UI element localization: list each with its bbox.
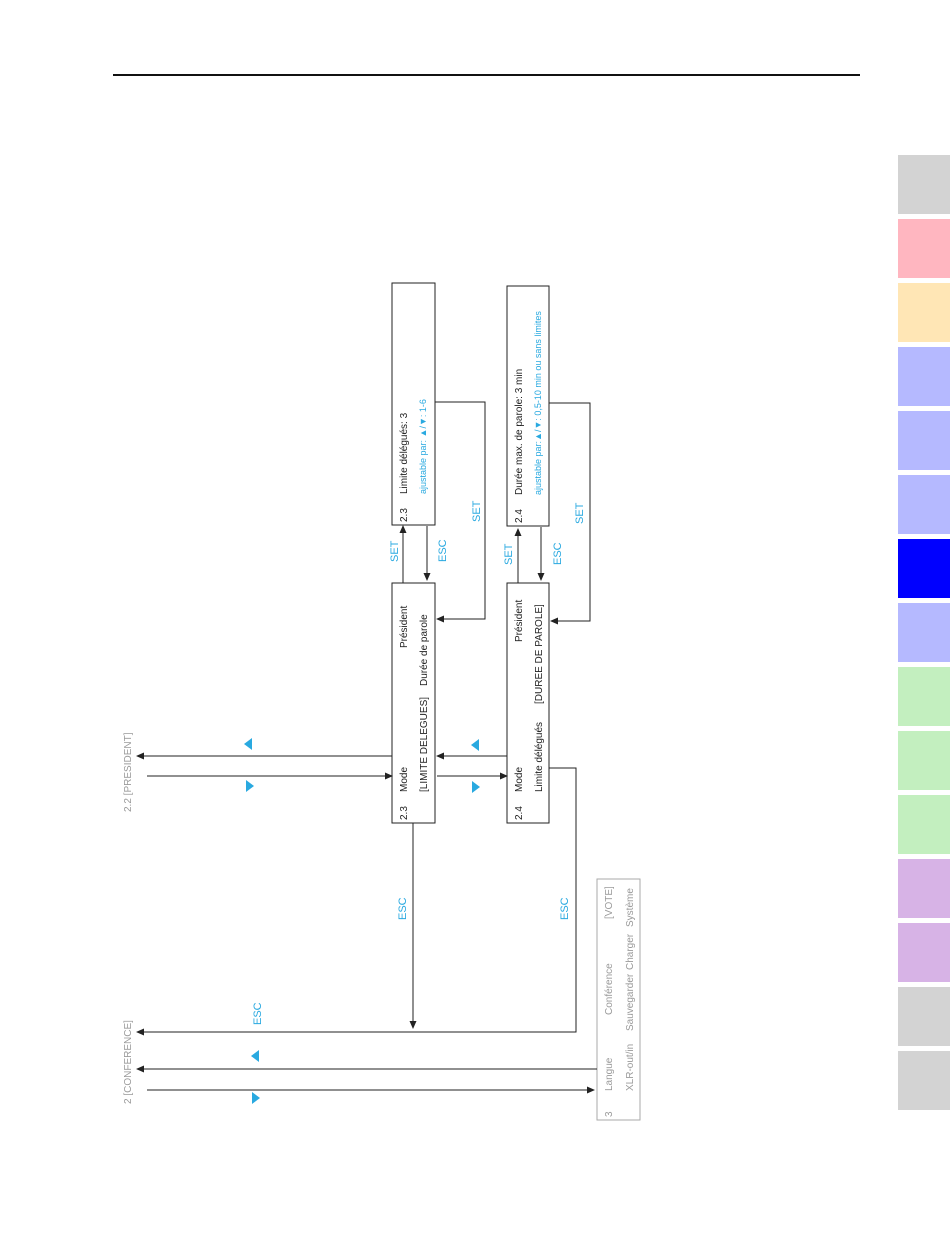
submenu-box-2-3: [391, 282, 436, 526]
box-3-xlr: XLR-out/in: [625, 1044, 636, 1091]
connectors: [136, 401, 597, 1094]
sidebar-tab: [898, 731, 950, 790]
arrow-2-4-esc-conference: [136, 767, 577, 1036]
sidebar-tab: [898, 539, 950, 598]
box-2-3-sub-hint: ajustable par: ▲/▼: 1-6: [418, 399, 428, 494]
triangle-down-icon: [472, 781, 480, 793]
box-2-4-limite: Limite délégués: [534, 722, 545, 792]
sidebar-tab: [898, 603, 950, 662]
label-esc: ESC: [252, 1002, 264, 1025]
box-2-3-sub-number: 2.3: [399, 508, 410, 522]
sidebar-tab: [898, 155, 950, 214]
sidebar-tab: [898, 1051, 950, 1110]
box-2-3-president: Président: [399, 606, 410, 648]
label-set: SET: [503, 543, 515, 565]
sidebar-tab: [898, 859, 950, 918]
label-set: SET: [389, 540, 401, 562]
arrow-2-4-sub-set-return: [549, 402, 591, 625]
sidebar-tab: [898, 923, 950, 982]
sidebar-tab: [898, 411, 950, 470]
box-3-vote: [VOTE]: [604, 886, 615, 919]
box-2-4-selected: [DUREE DE PAROLE]: [534, 604, 545, 704]
label-esc: ESC: [552, 542, 564, 565]
box-2-3-duree: Durée de parole: [419, 614, 430, 686]
arrow-2-3-sub-set-return: [435, 401, 486, 623]
direction-triangles: [244, 738, 480, 1104]
label-esc: ESC: [559, 897, 571, 920]
triangle-up-icon: [244, 738, 252, 750]
box-2-4-number: 2.4: [514, 806, 525, 820]
label-set: SET: [471, 500, 483, 522]
triangle-up-icon: [251, 1050, 259, 1062]
sidebar-tab: [898, 219, 950, 278]
sidebar-color-tabs: [898, 155, 950, 1110]
label-set: SET: [574, 502, 586, 524]
box-3-charger: Charger: [625, 933, 636, 970]
box-2-3-selected: [LIMITE DELEGUES]: [419, 697, 430, 792]
box-2-4-president: Président: [514, 600, 525, 642]
box-2-4-mode: Mode: [514, 767, 525, 792]
menu-box-3: [596, 878, 641, 1121]
sidebar-tab: [898, 795, 950, 854]
box-3-number: 3: [604, 1111, 615, 1117]
level-label-president: 2.2 [PRESIDENT]: [123, 732, 134, 812]
sidebar-tab: [898, 283, 950, 342]
triangle-down-icon: [252, 1092, 260, 1104]
submenu-box-2-4: [506, 285, 550, 527]
sidebar-tab: [898, 667, 950, 726]
box-2-3-number: 2.3: [399, 806, 410, 820]
box-2-4-sub-hint: ajustable par:▲/▼: 0,5-10 min ou sans li…: [533, 311, 543, 495]
box-2-3-sub-title: Limite délégués: 3: [399, 412, 410, 494]
box-3-langue: Langue: [604, 1057, 615, 1091]
box-3-conference: Conférence: [604, 963, 615, 1015]
triangle-down-icon: [246, 780, 254, 792]
box-2-4-sub-title: Durée max. de parole: 3 min: [514, 369, 525, 495]
sidebar-tab: [898, 987, 950, 1046]
sidebar-tab: [898, 475, 950, 534]
box-3-systeme: Système: [625, 888, 636, 927]
box-2-4-sub-number: 2.4: [514, 509, 525, 523]
box-3-sauvegarder: Sauvegarder: [625, 973, 636, 1031]
box-2-3-mode: Mode: [399, 767, 410, 792]
level-label-conference: 2 [CONFERENCE]: [123, 1020, 134, 1104]
triangle-up-icon: [471, 739, 479, 751]
sidebar-tab: [898, 347, 950, 406]
label-esc: ESC: [397, 897, 409, 920]
menu-box-2-4: [506, 582, 550, 824]
label-esc: ESC: [437, 539, 449, 562]
